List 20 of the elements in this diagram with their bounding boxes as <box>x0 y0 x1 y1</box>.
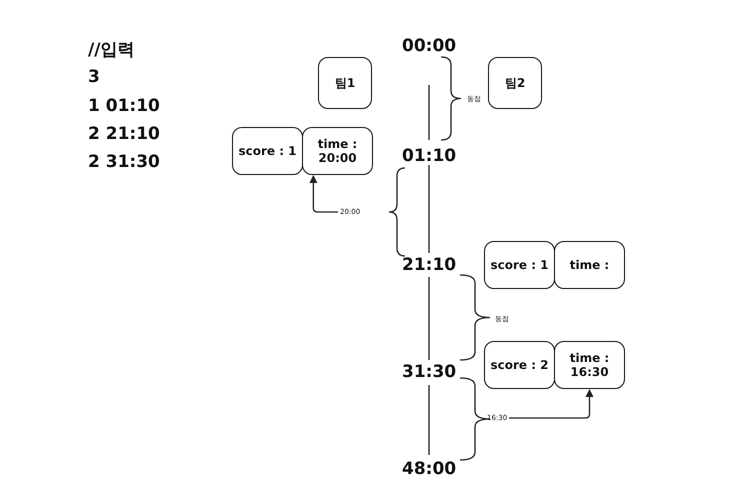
input-line: 2 21:10 <box>88 124 160 144</box>
input-line: 1 01:10 <box>88 96 160 116</box>
label-box: time : 20:00 <box>302 127 373 175</box>
time-marker: 48:00 <box>402 459 456 479</box>
label-box: time : <box>554 241 625 289</box>
label-box: score : 1 <box>484 241 555 289</box>
label-box: time : 16:30 <box>554 341 625 389</box>
label-box: 팀1 <box>318 57 372 109</box>
time-marker: 31:30 <box>402 362 456 382</box>
time-marker: 01:10 <box>402 146 456 166</box>
arrow <box>309 175 338 213</box>
time-marker: 00:00 <box>402 36 456 56</box>
label-box: score : 2 <box>484 341 555 389</box>
time-marker: 21:10 <box>402 255 456 275</box>
label-box: 팀2 <box>488 57 542 109</box>
input-line: 2 31:30 <box>88 152 160 172</box>
label-box: score : 1 <box>232 127 303 175</box>
input-line: //입력 <box>88 39 134 61</box>
arrow <box>509 389 594 419</box>
input-line: 3 <box>88 67 100 87</box>
